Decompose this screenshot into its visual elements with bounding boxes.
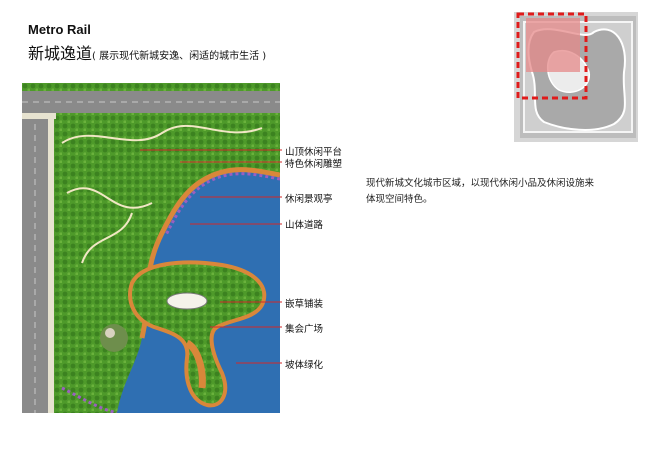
callout-label: 坡体绿化	[285, 360, 324, 371]
callout-label: 特色休闲雕塑	[285, 159, 343, 170]
subtitle-note: ( 展示现代新城安逸、闲适的城市生活 )	[92, 51, 267, 62]
highlight-region	[526, 18, 580, 72]
page-title: Metro Rail	[28, 22, 91, 37]
callout-label: 山顶休闲平台	[285, 147, 343, 158]
callout-label: 集会广场	[285, 324, 324, 335]
description-line: 体现空间特色。	[366, 194, 433, 205]
description-line: 现代新城文化城市区域，以现代休闲小品及休闲设施来	[366, 178, 595, 189]
site-plan-map	[22, 83, 280, 413]
callout-label: 嵌草铺装	[285, 299, 324, 310]
subtitle-main: 新城逸道	[28, 44, 93, 63]
key-map-thumbnail	[514, 12, 638, 142]
description-text: 现代新城文化城市区域，以现代休闲小品及休闲设施来 体现空间特色。	[366, 176, 626, 208]
highlight-frame	[516, 12, 588, 100]
callout-label: 休闲景观亭	[285, 194, 333, 205]
callout-label: 山体道路	[285, 220, 324, 231]
road-horizontal	[22, 91, 280, 113]
island	[128, 260, 267, 408]
page-subtitle: 新城逸道( 展示现代新城安逸、闲适的城市生活 )	[28, 40, 266, 64]
